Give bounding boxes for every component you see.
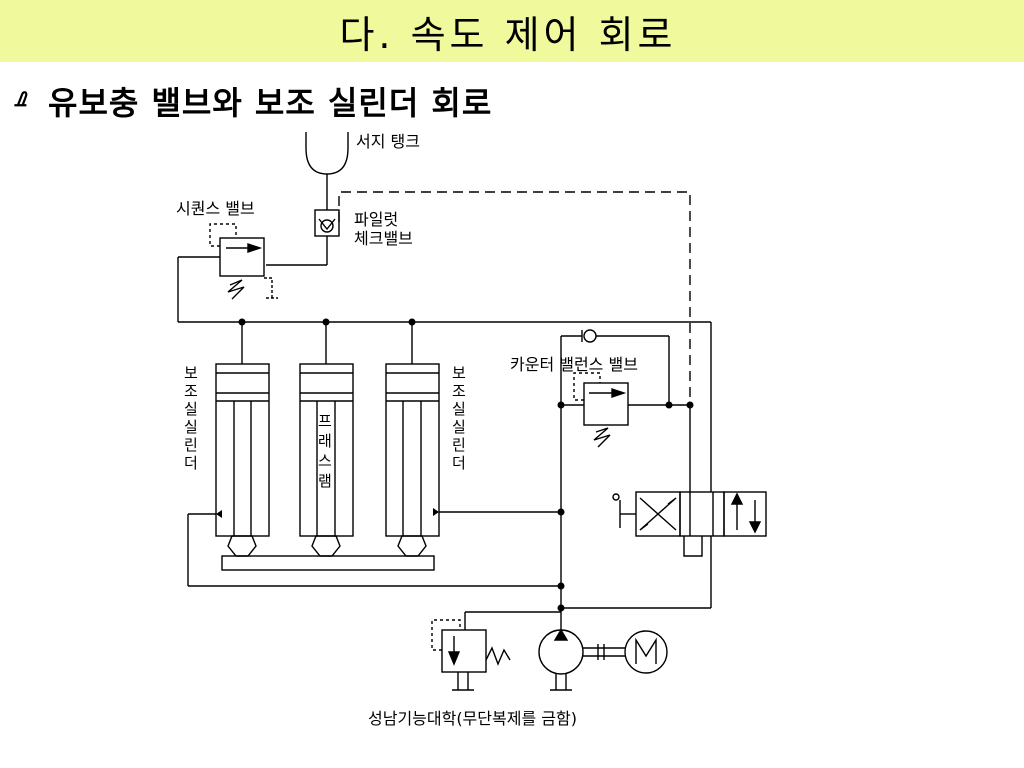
subtitle: 유보충 밸브와 보조 실린더 회로 (48, 84, 493, 122)
svg-text:실: 실 (184, 418, 198, 436)
pump-icon (538, 628, 625, 691)
motor-icon (624, 630, 668, 674)
label-counter-balance: 카운터 밸런스 밸브 (510, 355, 638, 374)
bypass-check-valve-icon (581, 329, 597, 343)
svg-text:린: 린 (452, 436, 466, 454)
press-ram-cylinder (299, 363, 354, 557)
label-surge-tank: 서지 탱크 (356, 132, 420, 151)
svg-text:실: 실 (452, 418, 466, 436)
relief-valve-icon (431, 619, 511, 691)
svg-text:더: 더 (452, 454, 466, 472)
page-title: 다. 속도 제어 회로 (339, 12, 677, 57)
label-pilot-check-2: 체크밸브 (354, 229, 413, 248)
title-bar: 다. 속도 제어 회로 (0, 0, 1024, 62)
svg-text:조: 조 (184, 382, 198, 400)
sequence-valve-icon (209, 223, 278, 300)
pilot-check-valve-icon (314, 209, 340, 237)
svg-text:보: 보 (452, 364, 466, 382)
svg-text:래: 래 (318, 432, 332, 450)
label-pilot-check-1: 파일럿 (354, 210, 398, 229)
svg-text:실: 실 (184, 400, 198, 418)
svg-text:보: 보 (184, 364, 198, 382)
label-aux-cylinder-left: 보 조 실 실 린 더 (184, 364, 198, 472)
bullet-icon: ࡈ (14, 87, 28, 111)
svg-text:스: 스 (318, 452, 332, 470)
aux-cylinder-left (215, 363, 270, 557)
label-aux-cylinder-right: 보 조 실 실 린 더 (452, 364, 466, 472)
press-platen (221, 555, 435, 571)
footer-credit: 성남기능대학(무단복제를 금함) (368, 709, 577, 728)
surge-tank-icon (305, 132, 349, 175)
svg-text:조: 조 (452, 382, 466, 400)
svg-text:실: 실 (452, 400, 466, 418)
directional-valve-icon (612, 491, 767, 557)
counter-balance-valve-icon (573, 372, 629, 448)
aux-cylinder-right (385, 363, 440, 557)
svg-text:린: 린 (184, 436, 198, 454)
junction-dots (216, 318, 694, 612)
subtitle-row: ࡈ 유보충 밸브와 보조 실린더 회로 (14, 76, 492, 126)
svg-text:램: 램 (318, 472, 332, 490)
svg-text:프: 프 (318, 412, 332, 430)
label-sequence-valve: 시퀀스 밸브 (176, 199, 255, 218)
svg-text:더: 더 (184, 454, 198, 472)
label-press-ram: 프 래 스 램 (318, 412, 332, 490)
